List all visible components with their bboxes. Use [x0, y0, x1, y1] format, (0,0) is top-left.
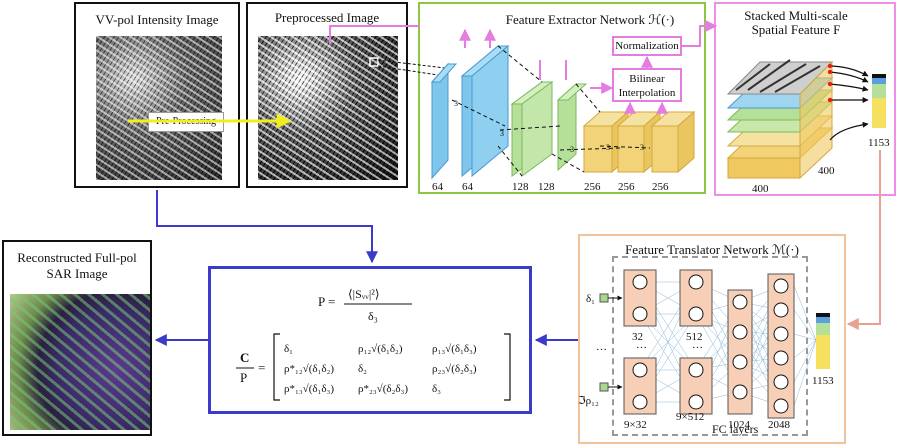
vv-pol-panel: VV-pol Intensity Image	[74, 2, 240, 188]
matrix-cell: δ₁	[284, 343, 293, 355]
kernel-size-label: 3	[606, 143, 610, 152]
bilinear-label-1: Bilinear	[629, 73, 665, 85]
fc-layers-label: FC layers	[712, 422, 759, 436]
fc-node	[773, 326, 789, 342]
stacked-depth: 1153	[868, 137, 890, 149]
channel-label: 256	[652, 181, 669, 193]
stacked-feature-cube	[726, 59, 834, 180]
reconstructed-title-1: Reconstructed Full-pol	[17, 250, 137, 265]
svg-text:512: 512	[686, 331, 703, 343]
stacked-feature-panel: Stacked Multi-scale Spatial Feature F	[714, 2, 896, 196]
channel-label: 64	[462, 181, 474, 193]
input-to-extractor-arrow	[329, 25, 420, 44]
fc-node	[732, 354, 748, 370]
matrix-cell: δ₂	[358, 363, 367, 375]
preprocessed-image	[258, 36, 398, 180]
svg-text:=: =	[258, 360, 265, 375]
cnn-blocks	[430, 44, 696, 180]
fc-node	[732, 294, 748, 310]
fc-node	[632, 306, 648, 322]
fc-node	[632, 362, 648, 378]
svg-text:δ₃: δ₃	[368, 309, 378, 323]
matrix-cell: ρ*₁₂√(δ₁δ₂)	[284, 363, 334, 375]
svg-text:32: 32	[632, 331, 643, 343]
reconstructed-image	[10, 294, 150, 430]
fc-node	[632, 274, 648, 290]
channel-label: 256	[584, 181, 601, 193]
kernel-size-label: 3	[454, 99, 458, 108]
matrix-cell: ρ₂₃√(δ₂δ₃)	[432, 363, 477, 375]
feature-vector	[872, 74, 886, 128]
vv-pol-title: VV-pol Intensity Image	[95, 12, 219, 27]
normalization-label: Normalization	[615, 40, 679, 52]
svg-text:1153: 1153	[812, 375, 834, 387]
svg-text:P =: P =	[318, 294, 335, 309]
equations: P = ⟨|Sᵥᵥ|²⟩ δ₃ C P = δ₁ ρ₁₂√(δ₁δ₂) ρ₁₃√(δ…	[236, 287, 511, 401]
kernel-size-label: 3	[500, 129, 504, 138]
matrix-cell: ρ*₁₃√(δ₁δ₃)	[284, 383, 334, 395]
stacked-to-translator-arrow	[846, 150, 881, 330]
fc-node	[773, 374, 789, 390]
reconstructed-title-2: SAR Image	[46, 266, 108, 281]
matrix-cell: ρ*₂₃√(δ₂δ₃)	[358, 383, 408, 395]
channel-labels: 64 64 128 128 256 256 256	[432, 181, 669, 193]
preprocessed-panel: Preprocessed Image	[246, 2, 408, 188]
normalization-box: Normalization	[612, 36, 682, 56]
channel-label: 256	[618, 181, 635, 193]
vv-to-equation-arrow	[156, 190, 378, 264]
preprocessed-title: Preprocessed Image	[274, 10, 380, 25]
svg-text:…: …	[636, 339, 647, 351]
bilinear-interpolation-box: Bilinear Interpolation	[612, 68, 682, 102]
fc-node	[732, 384, 748, 400]
channel-label: 128	[538, 181, 555, 193]
svg-text:2048: 2048	[768, 419, 791, 431]
feature-translator-panel: Feature Translator Network ℳ(·)	[578, 234, 846, 444]
fc-node	[773, 398, 789, 414]
svg-text:C: C	[240, 350, 249, 365]
fc-node	[732, 324, 748, 340]
translator-labels: δ₁ … ℑρ₁₂ 32 512 9×32 9×512 1024 2048 11…	[578, 293, 834, 431]
matrix-cell: ρ₁₂√(δ₁δ₂)	[358, 343, 403, 355]
svg-text:ℑρ₁₂: ℑρ₁₂	[578, 395, 599, 407]
patch-box	[369, 57, 379, 67]
fc-node	[773, 278, 789, 294]
fc-node	[773, 350, 789, 366]
matrix-cell: ρ₁₃√(δ₁δ₃)	[432, 343, 477, 355]
kernel-size-label: 3	[640, 143, 644, 152]
svg-text:δ₁: δ₁	[586, 293, 595, 305]
svg-text:9×512: 9×512	[676, 411, 704, 423]
svg-text:⟨|Sᵥᵥ|²⟩: ⟨|Sᵥᵥ|²⟩	[348, 287, 380, 301]
vv-pol-image	[96, 36, 222, 180]
stacked-title-1: Stacked Multi-scale	[744, 8, 848, 23]
matrix-cell: δ₃	[432, 383, 441, 395]
bilinear-label-2: Interpolation	[618, 87, 676, 99]
translator-title: Feature Translator Network ℳ(·)	[625, 242, 799, 257]
feature-extractor-panel: Feature Extractor Network ℋ(·)	[418, 2, 706, 194]
extractor-title: Feature Extractor Network ℋ(·)	[505, 12, 675, 27]
channel-label: 128	[512, 181, 529, 193]
stacked-dim-x: 400	[752, 183, 769, 195]
kernel-labels: 3 3 3 3 3	[454, 99, 644, 154]
reconstructed-panel: Reconstructed Full-pol SAR Image	[2, 240, 152, 436]
svg-text:P: P	[240, 370, 247, 385]
fc-node	[688, 394, 704, 410]
fc-layers-frame	[612, 256, 808, 436]
svg-text:9×32: 9×32	[624, 419, 647, 431]
fc-node	[688, 362, 704, 378]
equation-panel	[208, 266, 532, 414]
stacked-title-2: Spatial Feature F	[751, 22, 841, 37]
kernel-size-label: 3	[570, 145, 574, 154]
fc-node	[632, 394, 648, 410]
fc-node	[688, 274, 704, 290]
fc-node	[688, 306, 704, 322]
svg-text:1024: 1024	[728, 419, 751, 431]
svg-text:…: …	[596, 341, 607, 353]
svg-text:…: …	[692, 339, 703, 351]
channel-label: 64	[432, 181, 444, 193]
fc-network	[599, 269, 830, 419]
fc-node	[773, 302, 789, 318]
stacked-dim-y: 400	[818, 165, 835, 177]
